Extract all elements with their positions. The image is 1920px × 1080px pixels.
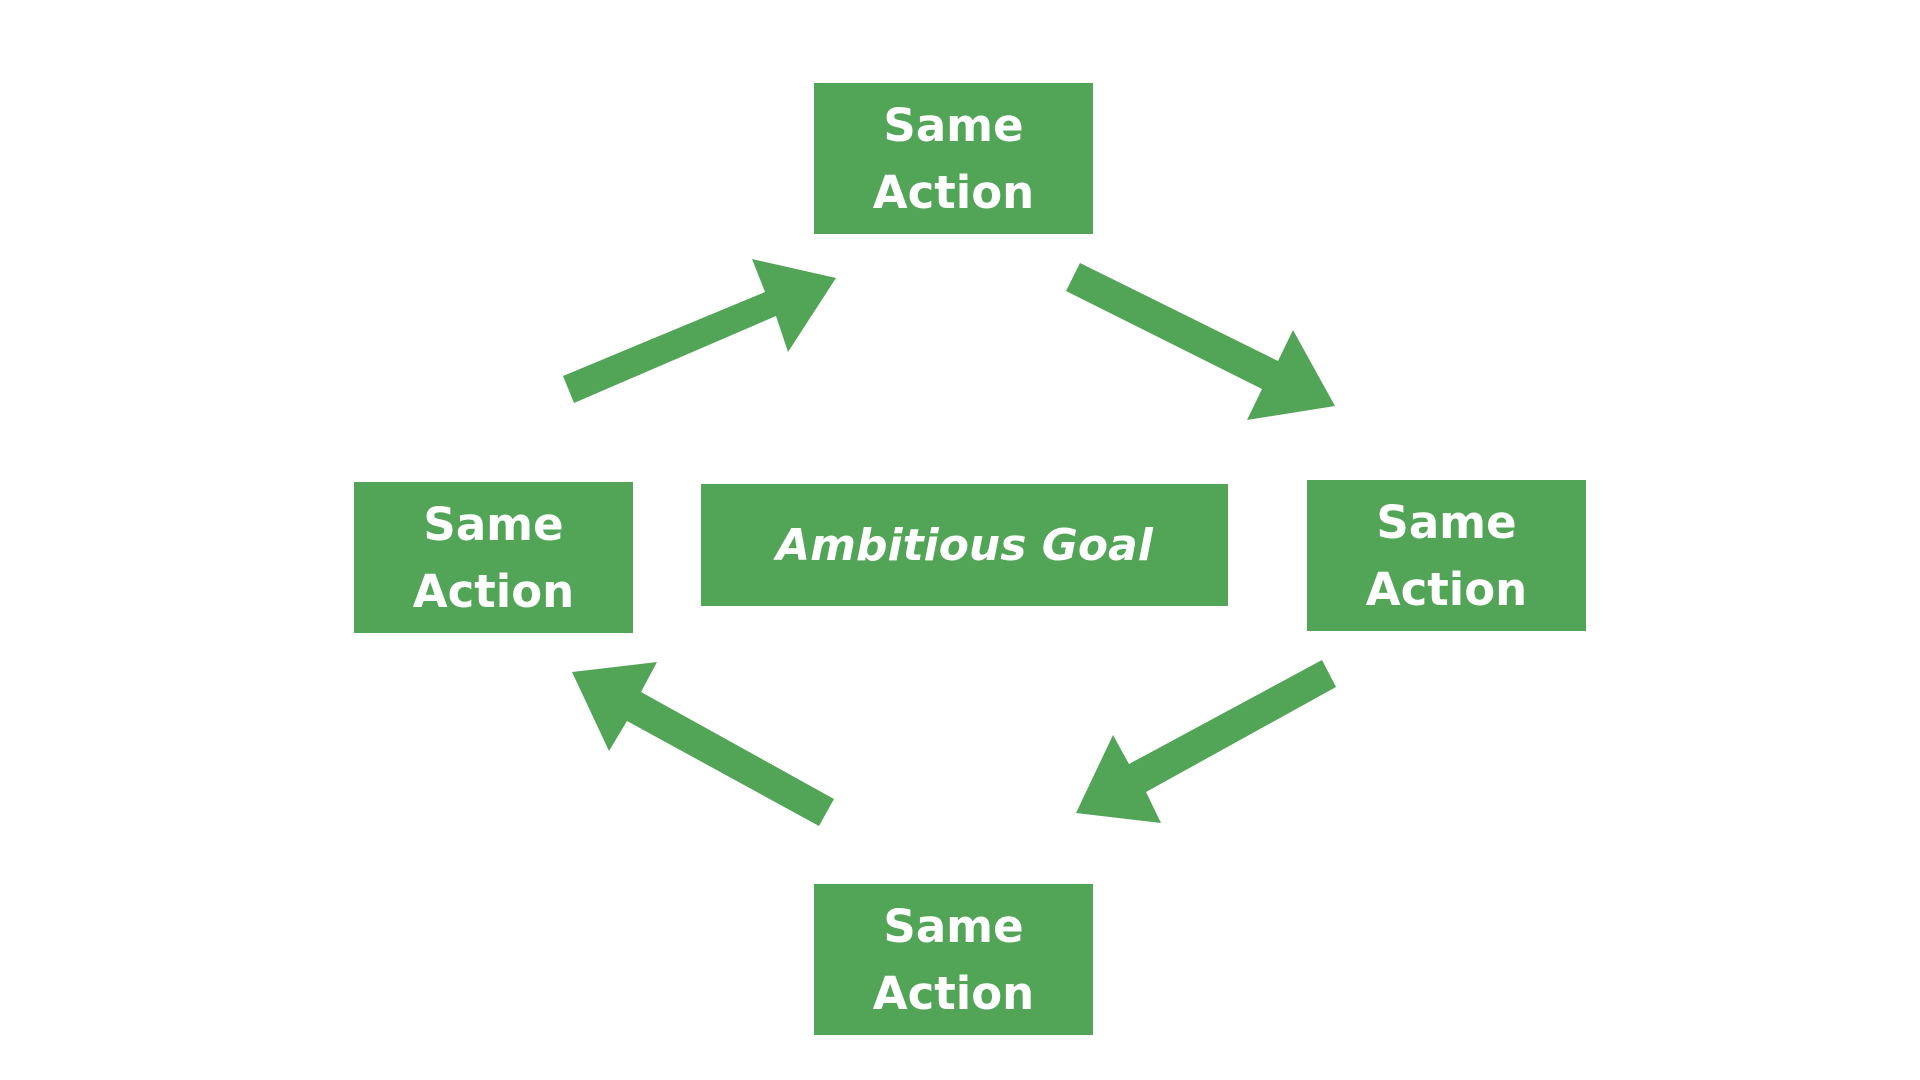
action-node-bottom-line1: Same <box>883 899 1024 953</box>
action-node-bottom-line2: Action <box>872 966 1035 1020</box>
action-node-right-line1: Same <box>1376 495 1517 549</box>
arrow-bottom-to-left <box>572 662 834 826</box>
action-node-right: Same Action <box>1307 480 1586 631</box>
action-node-right-line2: Action <box>1365 562 1528 616</box>
action-node-top: Same Action <box>814 83 1093 234</box>
action-node-top-line2: Action <box>872 165 1035 219</box>
action-node-left: Same Action <box>354 482 633 633</box>
goal-label: Ambitious Goal <box>776 519 1153 571</box>
action-node-bottom: Same Action <box>814 884 1093 1035</box>
action-node-left-line1: Same <box>423 497 564 551</box>
arrow-top-to-right <box>1066 263 1335 420</box>
arrow-left-to-top <box>563 259 836 403</box>
action-node-top-line1: Same <box>883 98 1024 152</box>
arrow-right-to-bottom <box>1076 660 1336 823</box>
action-node-left-line2: Action <box>412 564 575 618</box>
goal-node: Ambitious Goal <box>701 484 1228 606</box>
